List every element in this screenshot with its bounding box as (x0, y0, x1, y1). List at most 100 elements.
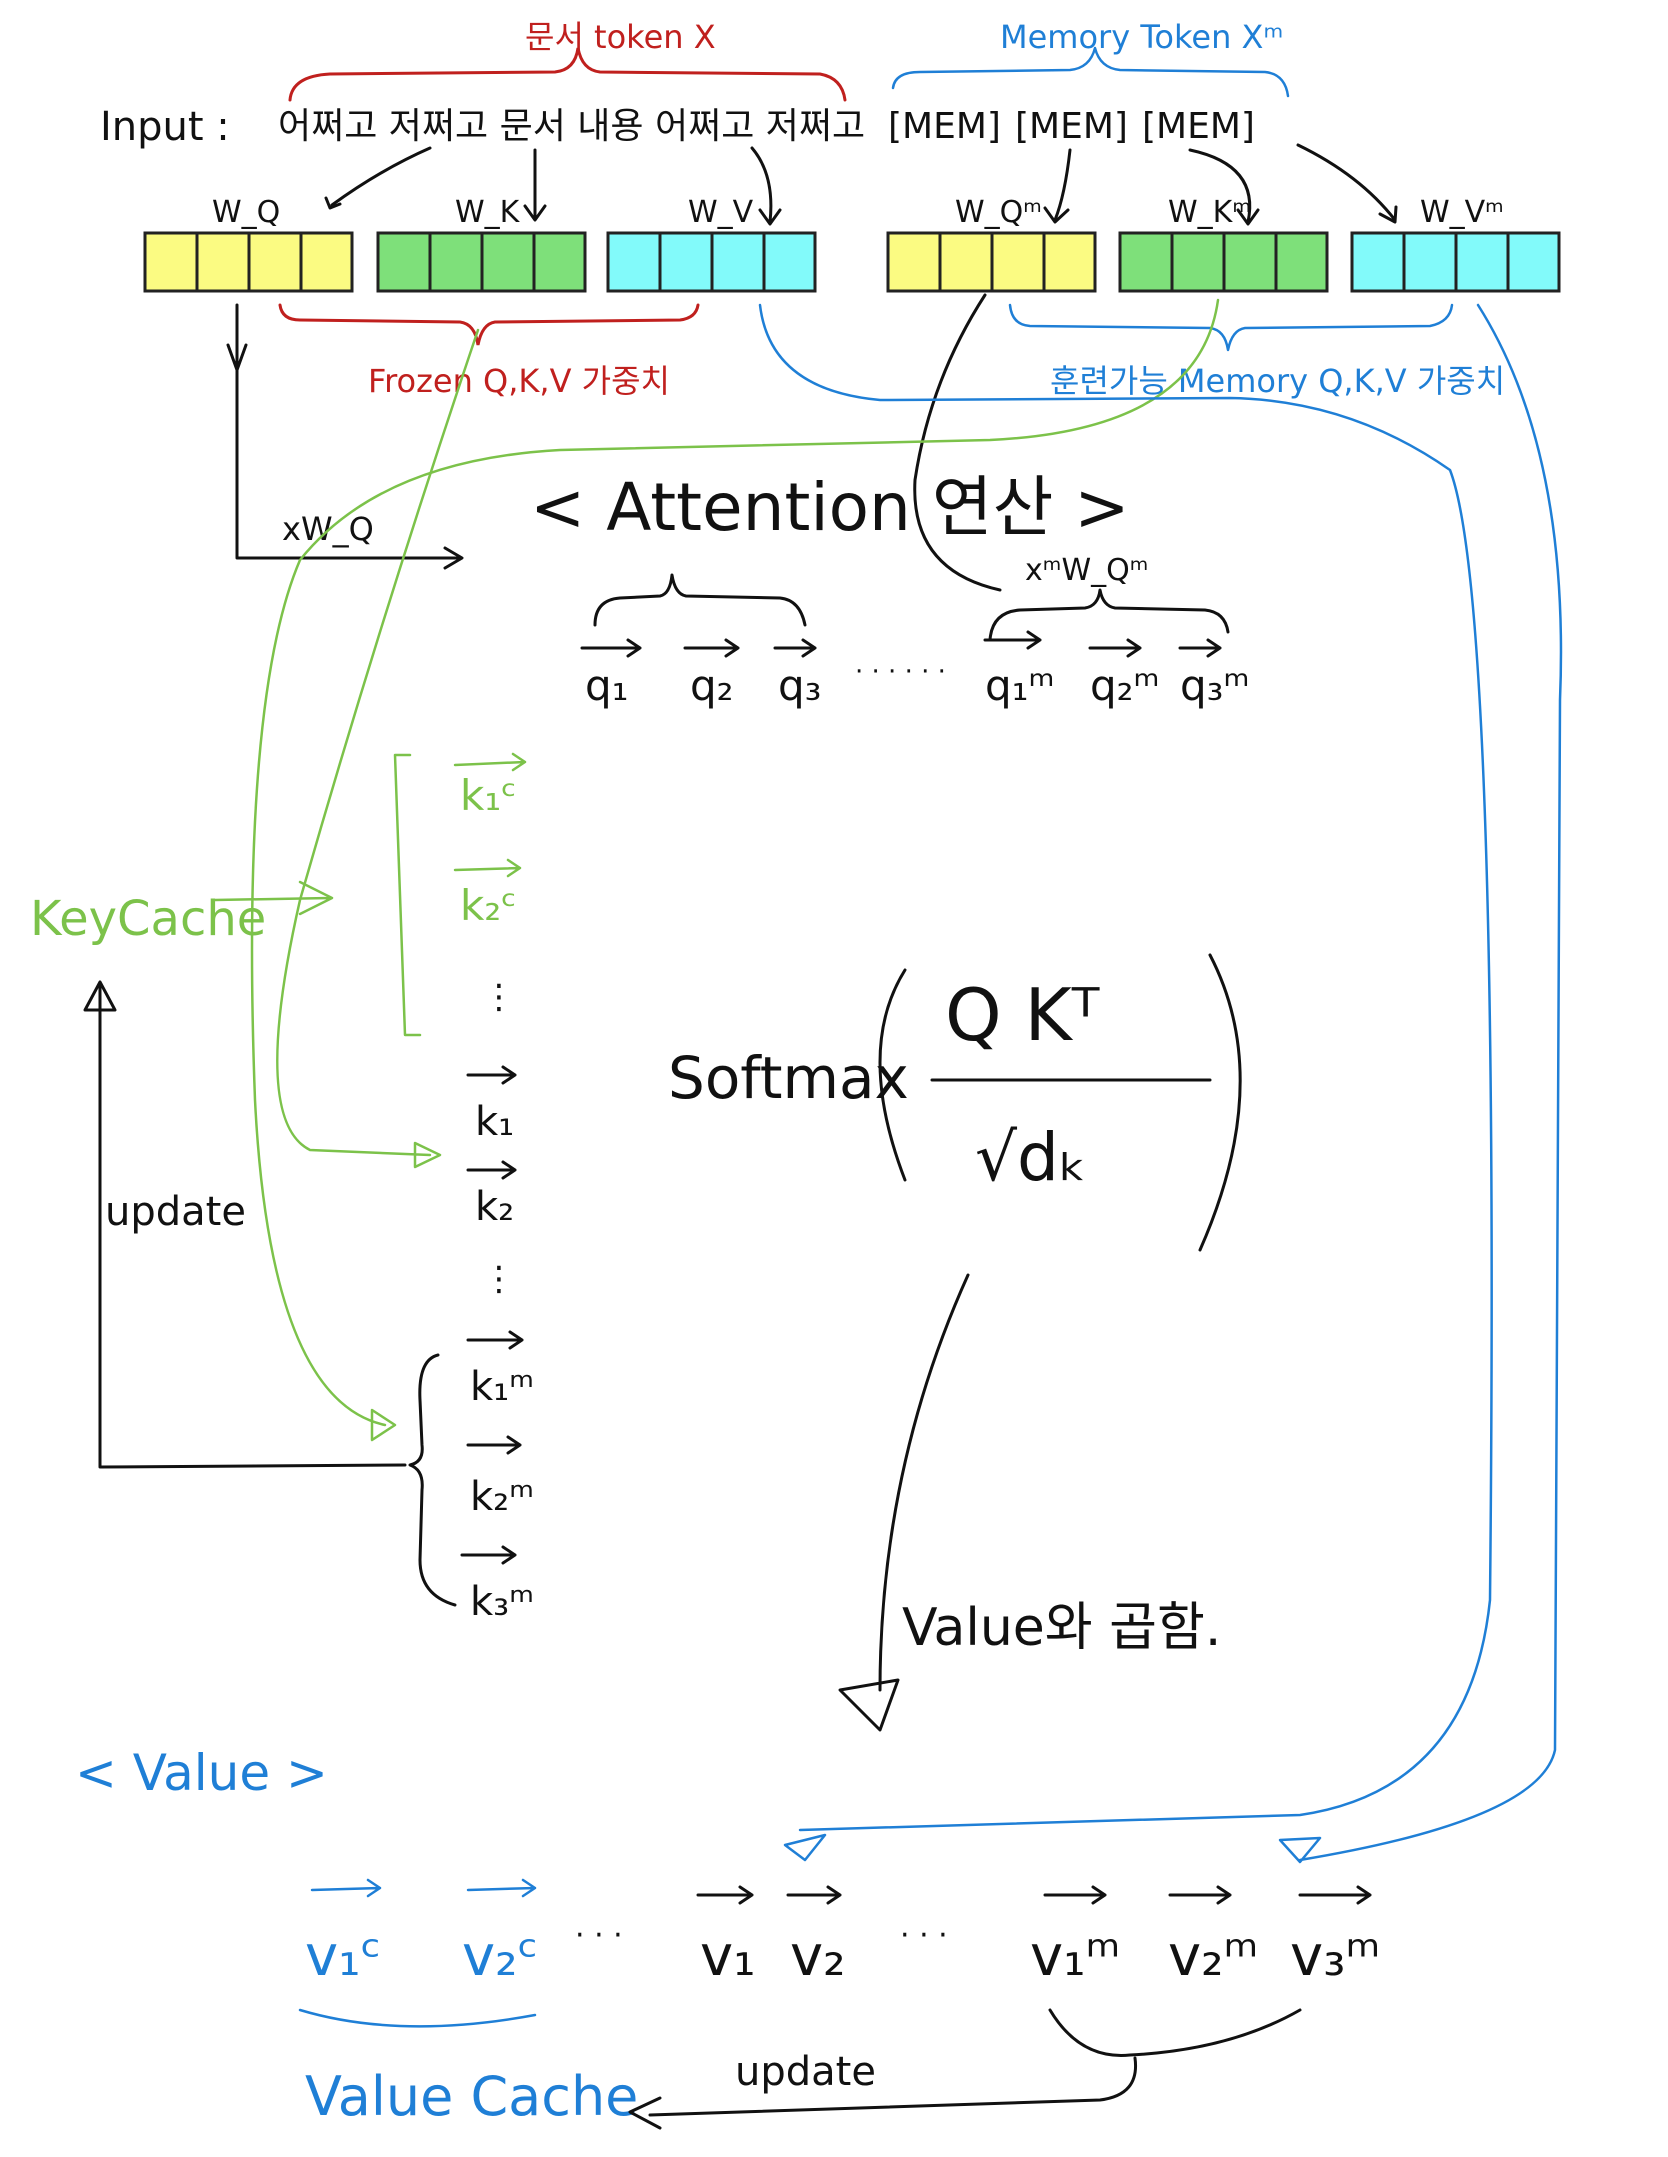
mem-value-brace (1048, 2008, 1302, 2057)
value-cache-vector-arrows (310, 1878, 537, 1898)
query-3: q₃ (778, 661, 822, 710)
wkm-bar (1118, 231, 1329, 293)
value-1: v₁ (700, 1924, 756, 1989)
value-dots: · · · (900, 1918, 948, 1953)
value-vector-arrows (696, 1885, 842, 1905)
memory-token-brace (891, 46, 1290, 98)
wk-to-keys-curve (276, 328, 480, 1169)
mem-value-vector-arrows (1043, 1885, 1372, 1905)
wk-bar (376, 231, 587, 293)
query-2: q₂ (690, 661, 734, 710)
attention-title: < Attention 연산 > (530, 469, 1130, 546)
wkm-to-memkeys-curve (250, 298, 1220, 1442)
arrow-to-wqm (1043, 148, 1072, 224)
wv-bar (606, 231, 817, 293)
key-cache-arrow (213, 880, 334, 916)
key-cache-bracket (393, 753, 422, 1037)
softmax-to-value-arrow (838, 1273, 970, 1732)
xmwqm-line (913, 293, 1002, 592)
frozen-weights: W_Q W_K W_V (143, 195, 817, 293)
arrowhead-wq (324, 196, 342, 210)
value-cache-dots: · · · (575, 1918, 623, 1953)
value-section-label: < Value > (75, 1744, 328, 1802)
key-ellipsis-1: ⋮ (482, 977, 516, 1017)
memory-weights-label: 훈련가능 Memory Q,K,V 가중치 (1050, 362, 1505, 400)
memory-token-label: Memory Token Xᵐ (1000, 18, 1283, 56)
mem-token-3: [MEM] (1142, 106, 1255, 147)
value-2: v₂ (790, 1924, 846, 1989)
mem-query-3: q₃ᵐ (1180, 661, 1250, 710)
key-update-label: update (105, 1189, 246, 1235)
key-cache-1: k₁ᶜ (460, 771, 517, 820)
value-update-arrow (628, 2056, 1138, 2130)
xwq-arrow (235, 303, 464, 570)
softmax-denominator: √dₖ (975, 1119, 1087, 1196)
key-cache-2: k₂ᶜ (460, 881, 517, 930)
value-update-label: update (735, 2049, 876, 2095)
mem-query-2: q₂ᵐ (1090, 661, 1160, 710)
mem-token-1: [MEM] (888, 106, 1001, 147)
key-vectors: k₁ᶜ k₂ᶜ ⋮ k₁ k₂ ⋮ k₁ᵐ k₂ᵐ k₃ᵐ (453, 752, 534, 1625)
key-ellipsis-2: ⋮ (482, 1259, 516, 1299)
query-dots: · · · · · · (855, 657, 946, 687)
key-1: k₁ (475, 1099, 514, 1145)
value-vectors: v₁ᶜ v₂ᶜ · · · v₁ v₂ · · · v₁ᵐ v₂ᵐ v₃ᵐ (305, 1878, 1380, 1989)
wqm-bar (886, 231, 1097, 293)
mem-key-vector-arrows (460, 1330, 524, 1565)
arrow-to-wvm (1296, 143, 1398, 224)
query-vector-arrows (580, 638, 817, 658)
mem-key-brace (408, 1353, 457, 1607)
value-cache-1: v₁ᶜ (305, 1924, 381, 1989)
arrow-to-wv (750, 146, 782, 226)
mem-token-2: [MEM] (1015, 106, 1128, 147)
xmwqm-label: xᵐW_Qᵐ (1025, 553, 1148, 588)
softmax-numerator: Q Kᵀ (945, 973, 1100, 1057)
arrow-to-wq (330, 146, 432, 207)
frozen-weights-label: Frozen Q,K,V 가중치 (368, 362, 670, 400)
frozen-brace (278, 303, 700, 346)
wqm-label: W_Qᵐ (955, 195, 1042, 230)
mem-key-1: k₁ᵐ (470, 1364, 534, 1410)
arrow-to-wk (523, 148, 547, 222)
wv-to-values-curve (758, 303, 1493, 1862)
xwq-arrowhead-top (226, 343, 248, 372)
softmax-prefix: Softmax (668, 1044, 909, 1112)
mem-value-3: v₃ᵐ (1290, 1924, 1380, 1989)
mem-value-1: v₁ᵐ (1030, 1924, 1120, 1989)
doc-token-brace (288, 47, 847, 102)
key-update-arrow (83, 980, 407, 1469)
wv-label: W_V (688, 195, 754, 230)
wk-label: W_K (455, 195, 521, 230)
value-cache-underline (298, 2008, 537, 2028)
input-prefix: Input : (100, 104, 230, 150)
softmax-left-paren (878, 968, 907, 1182)
mem-value-2: v₂ᵐ (1168, 1924, 1258, 1989)
memory-brace (1008, 303, 1454, 352)
mem-query-1: q₁ᵐ (985, 661, 1055, 710)
arrow-to-wkm (1188, 148, 1260, 226)
mem-query-brace (988, 588, 1230, 642)
value-cache-2: v₂ᶜ (462, 1924, 538, 1989)
key-2: k₂ (475, 1184, 514, 1230)
doc-token-label: 문서 token X (525, 18, 716, 56)
memory-weights: W_Qᵐ W_Kᵐ W_Vᵐ (886, 195, 1561, 293)
wkm-label: W_Kᵐ (1168, 195, 1251, 230)
key-cache-vector-arrows (453, 752, 527, 878)
value-multiply-label: Value와 곱함. (902, 1598, 1221, 1658)
query-1: q₁ (585, 661, 629, 710)
mem-query-vector-arrows (983, 630, 1222, 658)
wvm-bar (1350, 231, 1561, 293)
query-brace (593, 573, 807, 627)
value-cache-label: Value Cache (305, 2065, 638, 2128)
wq-bar (143, 231, 354, 293)
query-vectors: q₁ q₂ q₃ · · · · · · q₁ᵐ q₂ᵐ q₃ᵐ (580, 630, 1250, 710)
wq-label: W_Q (212, 195, 280, 230)
key-vector-arrows (466, 1065, 517, 1180)
input-document-text: 어쩌고 저쩌고 문서 내용 어쩌고 저쩌고 (278, 106, 865, 147)
wvm-label: W_Vᵐ (1420, 195, 1504, 230)
softmax-right-paren (1198, 953, 1242, 1252)
mem-key-2: k₂ᵐ (470, 1474, 534, 1520)
mem-key-3: k₃ᵐ (470, 1579, 534, 1625)
wvm-to-memvalues-curve (1278, 303, 1563, 1864)
